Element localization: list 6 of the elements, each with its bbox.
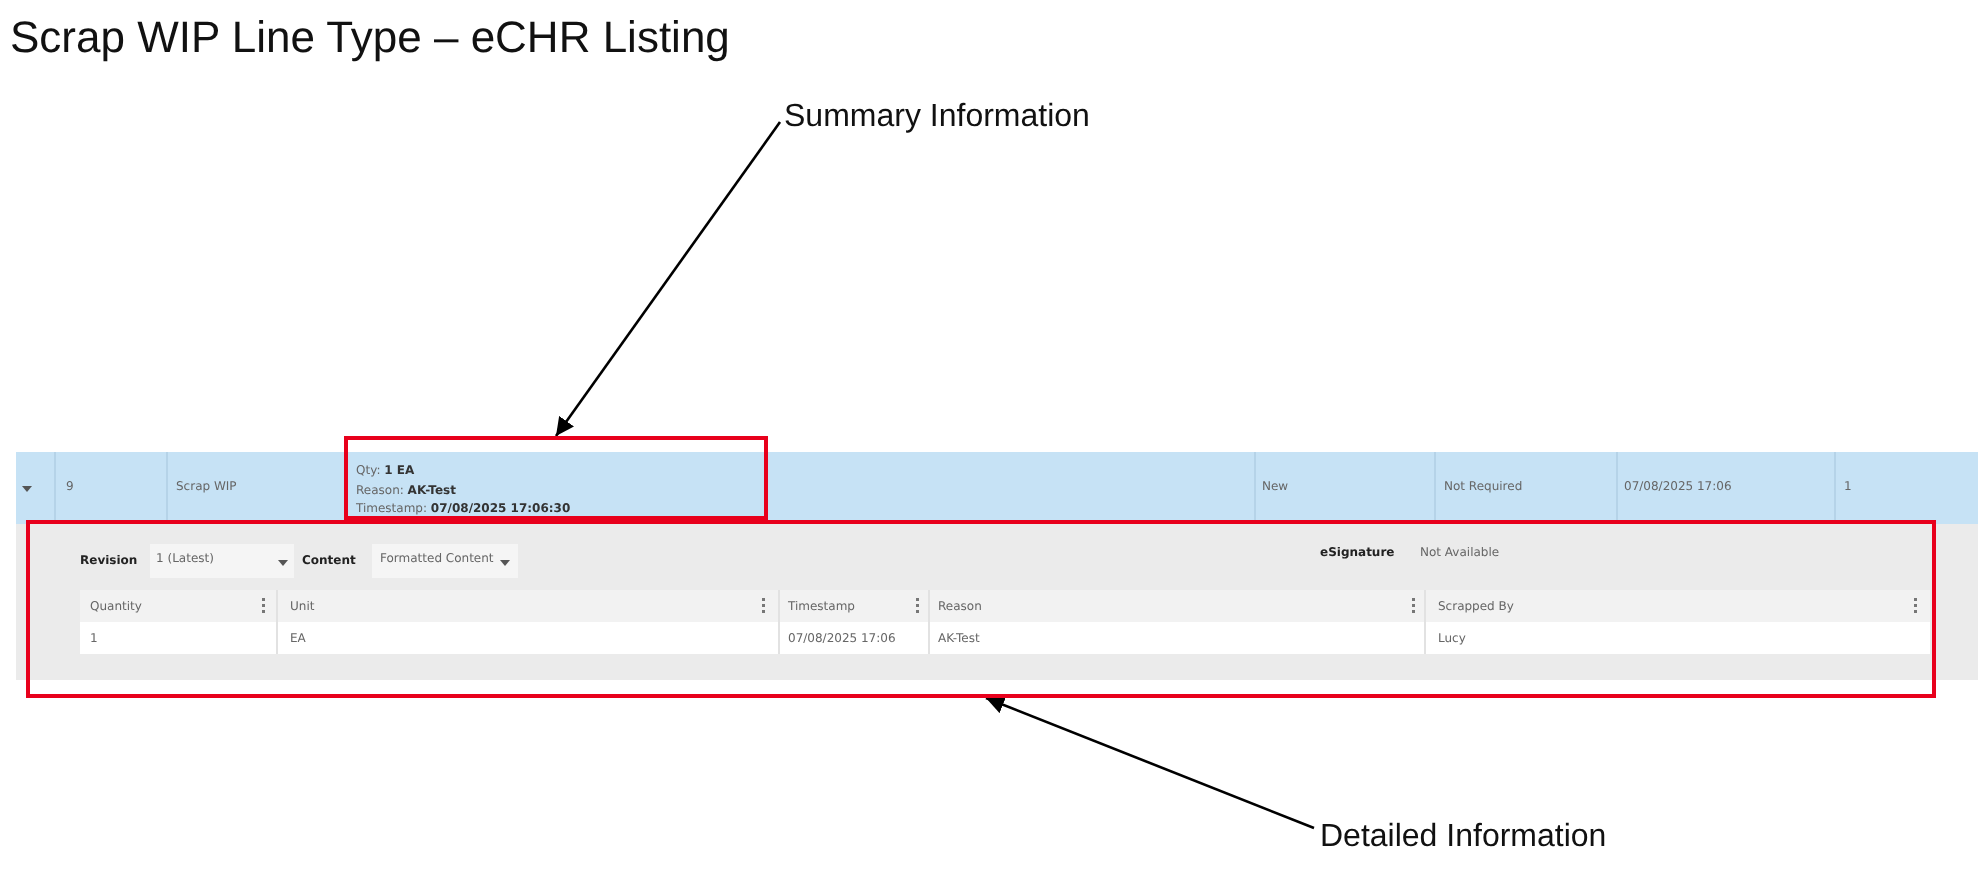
leader-arrow <box>554 121 782 437</box>
page-title: Scrap WIP Line Type – eCHR Listing <box>10 12 730 64</box>
highlight-box <box>344 436 768 520</box>
leader-arrow <box>985 696 1315 830</box>
callout-text: Summary Information <box>784 100 1090 136</box>
callout-text: Detailed Information <box>1320 820 1607 856</box>
